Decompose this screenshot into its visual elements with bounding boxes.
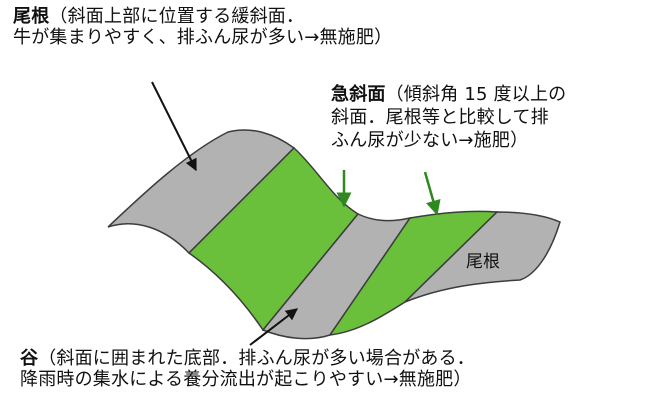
- ridge-term: 尾根: [13, 6, 50, 27]
- valley-desc-line2: 降雨時の集水による養分流出が起こりやすい→無施肥）: [20, 369, 472, 390]
- valley-pointer-arrow: [249, 308, 298, 346]
- ridge-desc-line1: （斜面上部に位置する緩斜面．: [49, 6, 305, 27]
- steep-desc-line3: ふん尿が少ない→施肥）: [331, 130, 529, 151]
- steep-desc-line2: 斜面．尾根等と比較して排: [331, 107, 549, 128]
- ridge-label-right: 尾根: [466, 252, 500, 272]
- steep-desc-line1: （傾斜角 15 度以上の: [385, 84, 567, 105]
- ridge-top-description: 尾根（斜面上部に位置する緩斜面． 牛が集まりやすく、排ふん尿が多い→無施肥）: [13, 6, 392, 48]
- valley-term: 谷: [20, 348, 39, 369]
- steep-slope-description: 急斜面（傾斜角 15 度以上の 斜面．尾根等と比較して排 ふん尿が少ない→施肥）: [331, 83, 566, 152]
- steep-term: 急斜面: [331, 84, 386, 105]
- steep-pointer-arrow-2: [423, 171, 441, 216]
- ridge-pointer-arrow: [151, 81, 197, 172]
- valley-desc-line1: （斜面に囲まれた底部．排ふん尿が多い場合がある．: [38, 348, 476, 369]
- ridge-band-left: [107, 129, 296, 255]
- ridge-desc-line2: 牛が集まりやすく、排ふん尿が多い→無施肥）: [13, 27, 393, 48]
- valley-description: 谷（斜面に囲まれた底部．排ふん尿が多い場合がある． 降雨時の集水による養分流出が…: [20, 348, 475, 390]
- ridge-band-right: [404, 211, 561, 303]
